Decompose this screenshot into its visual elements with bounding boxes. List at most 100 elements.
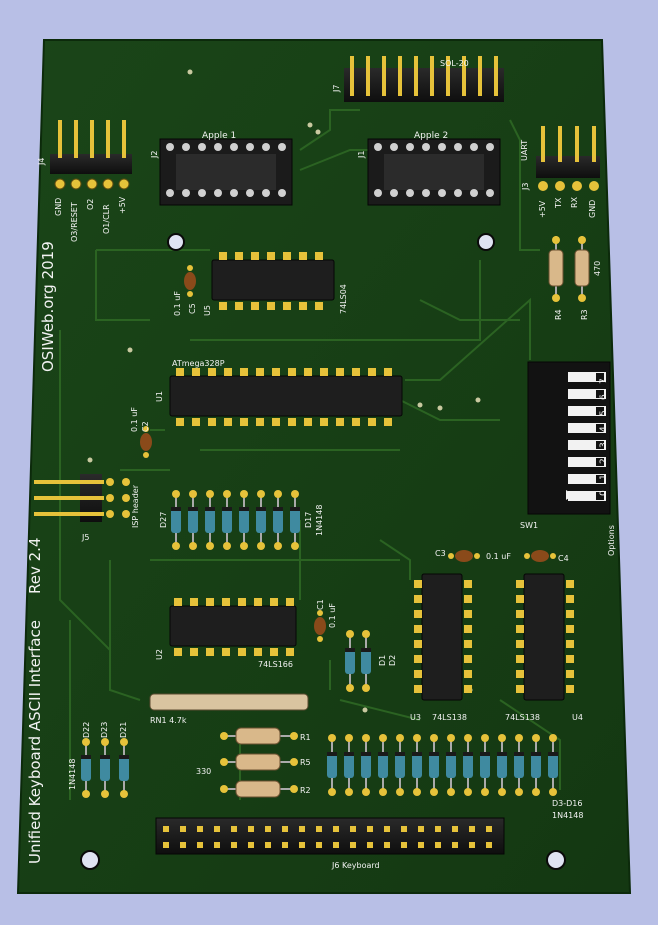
diode [412,752,422,778]
diode-pad [345,788,353,796]
diode-band [429,752,439,756]
socket-hole [486,189,494,197]
switch-number-6: 6 [599,394,609,400]
socket-hole [470,189,478,197]
switch-knob [596,475,604,483]
j6-pin [197,842,203,848]
rn1-resistor-network [149,693,309,711]
j3-pin [541,126,545,162]
chip-pin [516,685,524,693]
j6-pin [384,842,390,848]
r-pad [220,732,228,740]
j4-pin [122,120,126,158]
j6-pin [282,826,288,832]
switch-knob [596,373,604,381]
r2-ref: R2 [300,786,311,795]
u1-pin [336,368,344,376]
u1-pin [192,368,200,376]
diode-band [205,507,215,511]
diode-pad [345,734,353,742]
j6-pin [316,842,322,848]
j6-pin [384,826,390,832]
switch-lever [568,389,606,399]
u5-pin [315,302,323,310]
trace-16 [339,699,421,721]
u2-pin [238,648,246,656]
diode-pad [464,734,472,742]
chip-pin [414,670,422,678]
diode-pad [172,542,180,550]
u5-pin [299,252,307,260]
diode-band [327,752,337,756]
chip-pin [414,640,422,648]
j3-pad [572,181,582,191]
diodes-d3-d16 [327,734,558,796]
diode-pad [291,490,299,498]
chip-pin [464,610,472,618]
r1-ref: R1 [300,733,311,742]
r-pad [290,758,298,766]
board-rev: Rev 2.4 [26,538,44,594]
j6-pin [299,842,305,848]
u1-part: ATmega328P [172,359,225,368]
j6-pin [231,826,237,832]
j6-pin [180,826,186,832]
chip-pin [566,640,574,648]
d23-ref: D23 [100,722,109,738]
resistors-r1-r5-r2 [220,727,298,798]
j6-pin [214,826,220,832]
trace-14 [109,560,141,701]
u5-pin [235,302,243,310]
j3-pin-rx: RX [570,196,579,208]
socket-hole [230,189,238,197]
diode [290,507,300,533]
diode-band [412,752,422,756]
d2-ref: D2 [388,655,397,666]
j4-pin-5v: +5V [118,196,127,214]
chip-pin [464,685,472,693]
u1-pin [208,418,216,426]
socket-hole [470,143,478,151]
socket-hole [454,143,462,151]
diode-pad [481,734,489,742]
via-0 [187,69,193,75]
u1-pin [320,418,328,426]
diode-pad [515,734,523,742]
diode-band [463,752,473,756]
u5-pin [299,302,307,310]
socket-hole [422,143,430,151]
j3-pad [589,181,599,191]
socket-hole [374,189,382,197]
diode-band [395,752,405,756]
c4-ref: C4 [558,554,569,563]
j6-pin [401,842,407,848]
trace-20 [419,299,520,321]
j6-pin [350,826,356,832]
d27-ref: D27 [159,512,168,528]
diode-pad [481,788,489,796]
diode [429,752,439,778]
u2-pin [270,648,278,656]
u1-pin [176,418,184,426]
apple2-label: Apple 2 [414,131,448,141]
socket-hole [214,189,222,197]
socket-hole [454,189,462,197]
u2-pin [254,648,262,656]
chip-pin [516,610,524,618]
diode-band [480,752,490,756]
j3-pad [555,181,565,191]
diode-pad [223,490,231,498]
chip-pin [414,655,422,663]
r3-ref: R3 [580,309,589,320]
u1-pin [368,418,376,426]
diode-pad [206,490,214,498]
j3-pin [558,126,562,162]
j3-pad [538,181,548,191]
socket-hole [422,189,430,197]
diode-pad [549,788,557,796]
diode-pad [257,490,265,498]
r-pad [290,785,298,793]
diode [344,752,354,778]
j3-pin-tx: TX [554,197,563,209]
u1-pin [320,368,328,376]
